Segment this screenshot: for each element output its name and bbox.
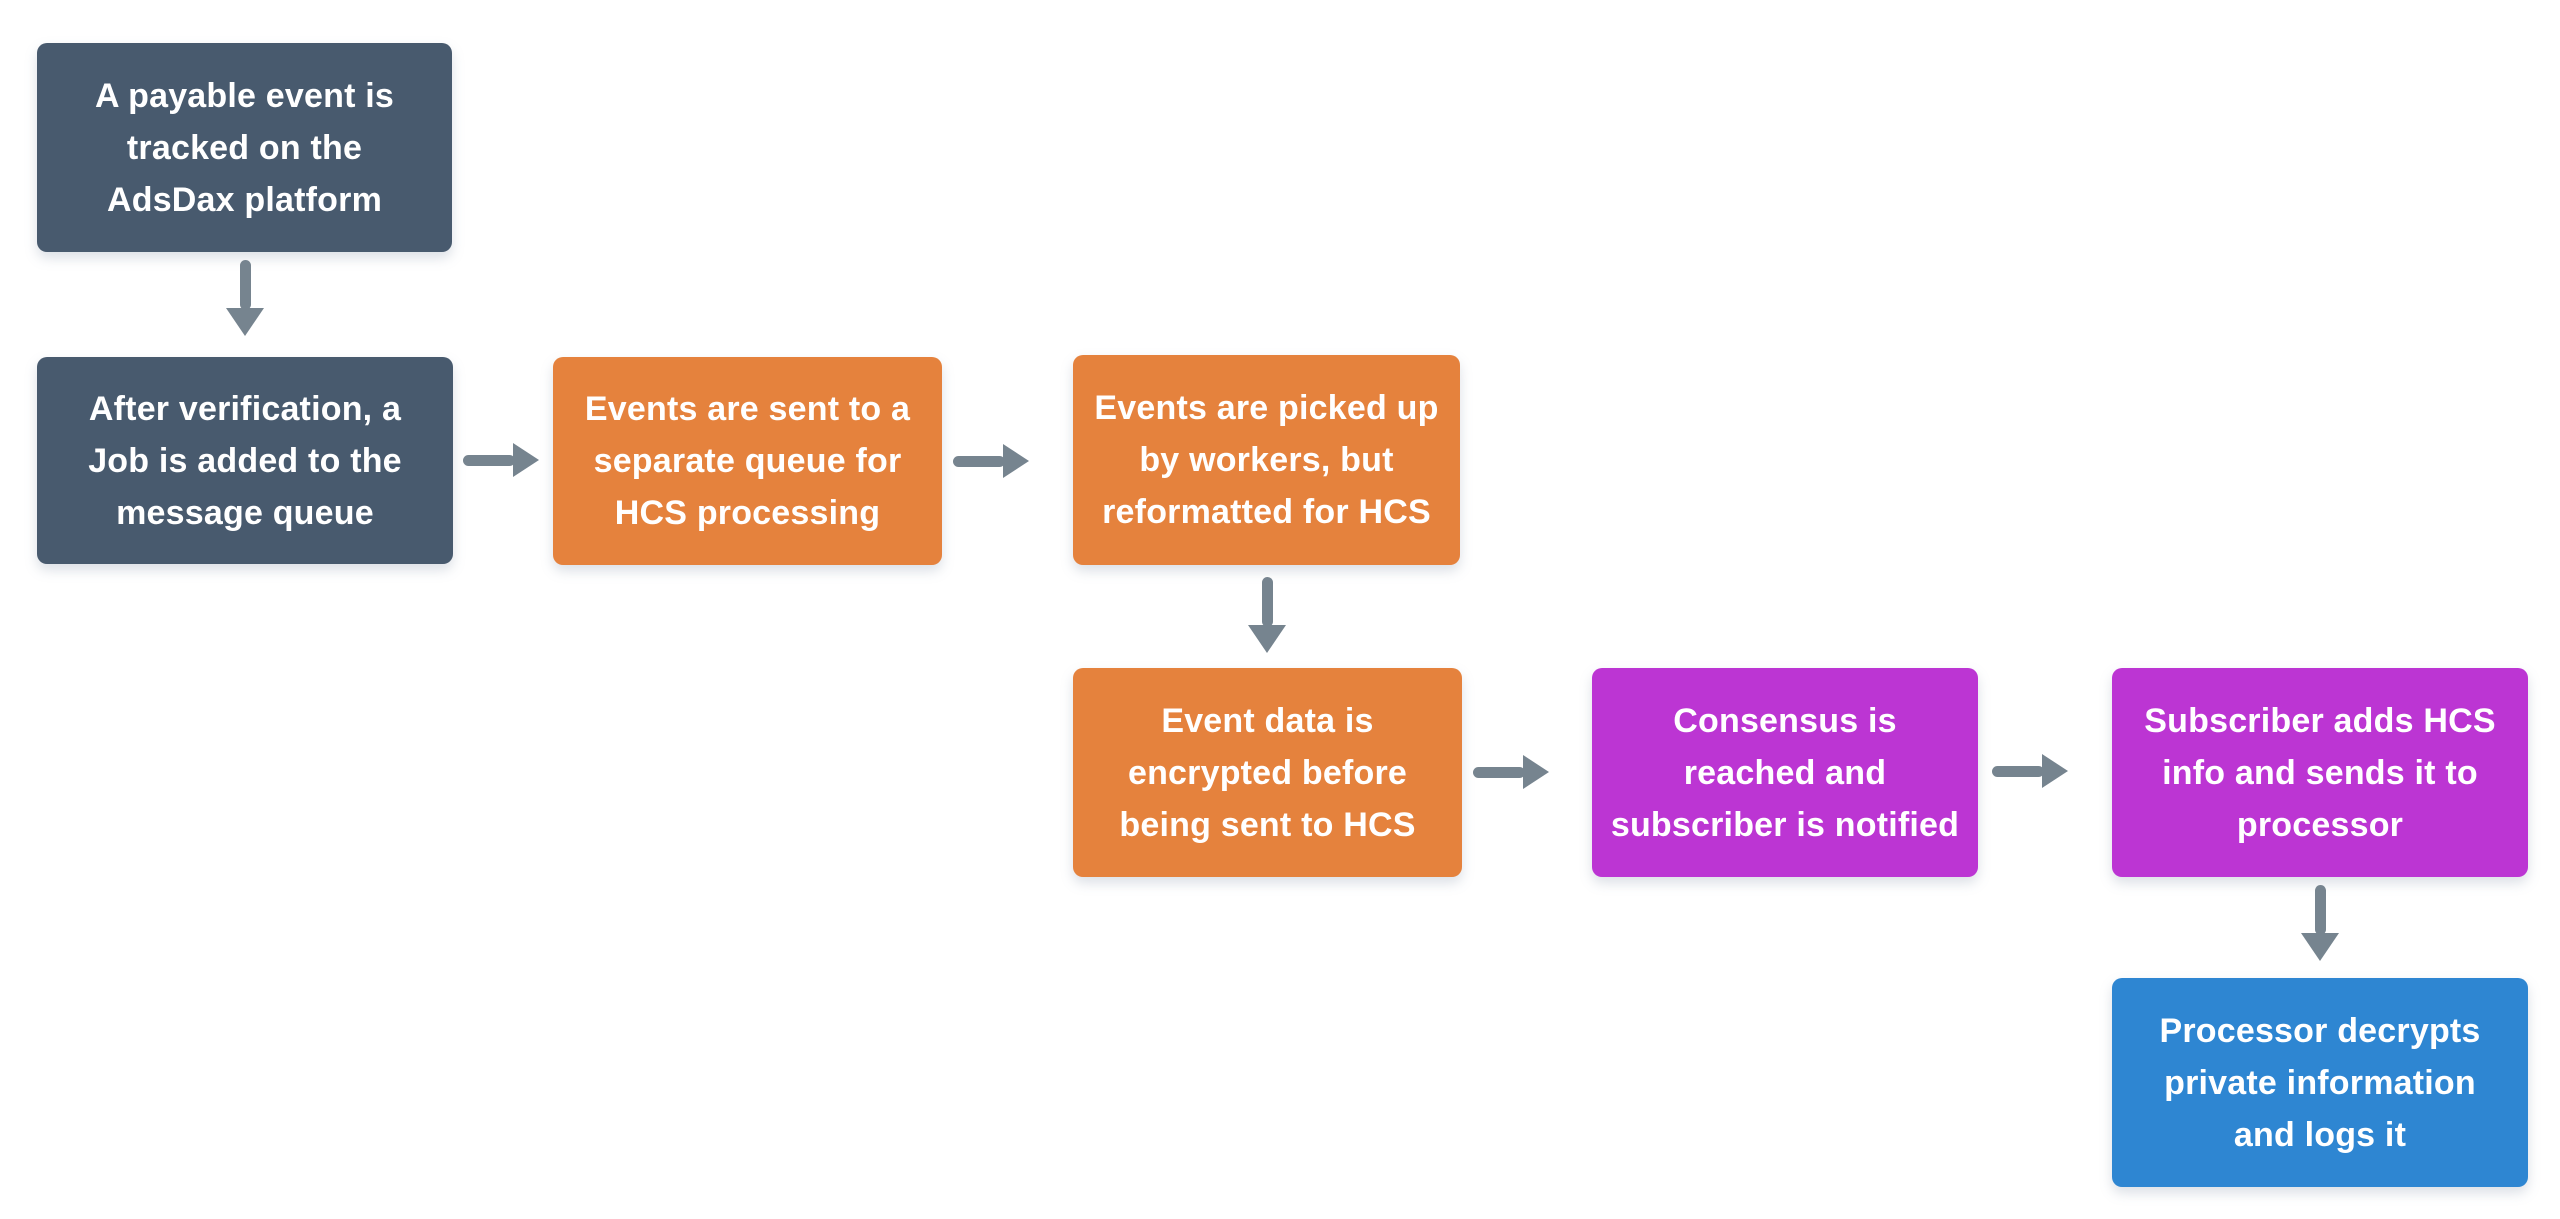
arrow-shaft [1992, 765, 2044, 777]
node-payable-event-tracked: A payable event is tracked on the AdsDax… [37, 43, 452, 252]
arrow-head-icon [226, 308, 264, 336]
node-text: Consensus is reached and subscriber is n… [1610, 701, 1960, 844]
arrow-head-icon [2301, 933, 2339, 961]
arrow-shaft [239, 260, 251, 310]
node-job-added-to-queue: After verification, a Job is added to th… [37, 357, 453, 564]
node-text: After verification, a Job is added to th… [88, 389, 402, 532]
arrow-head-icon [1248, 625, 1286, 653]
node-text: Events are picked up by workers, but ref… [1094, 389, 1439, 531]
flow-arrow-right-2-3 [463, 443, 539, 477]
node-text: Processor decrypts private information a… [2159, 1011, 2481, 1154]
flow-arrow-right-5-6 [1473, 755, 1549, 789]
node-text: A payable event is tracked on the AdsDax… [94, 76, 395, 219]
node-text: Subscriber adds HCS info and sends it to… [2144, 701, 2496, 844]
flow-arrow-right-6-7 [1992, 754, 2068, 788]
arrow-head-icon [1003, 444, 1029, 478]
arrow-head-icon [1523, 755, 1549, 789]
arrow-shaft [953, 455, 1005, 467]
arrow-head-icon [513, 443, 539, 477]
node-text: Event data is encrypted before being sen… [1119, 701, 1416, 844]
arrow-shaft [1473, 766, 1525, 778]
node-consensus-reached: Consensus is reached and subscriber is n… [1592, 668, 1978, 877]
node-events-picked-up-by-workers: Events are picked up by workers, but ref… [1073, 355, 1460, 565]
arrow-head-icon [2042, 754, 2068, 788]
flow-arrow-down-1-2 [226, 260, 264, 336]
arrow-shaft [463, 454, 515, 466]
arrow-shaft [1261, 577, 1273, 627]
node-text: Events are sent to a separate queue for … [584, 390, 911, 532]
node-subscriber-adds-hcs-info: Subscriber adds HCS info and sends it to… [2112, 668, 2528, 877]
flow-arrow-right-3-4 [953, 444, 1029, 478]
node-events-sent-to-queue: Events are sent to a separate queue for … [553, 357, 942, 565]
flow-arrow-down-7-8 [2301, 885, 2339, 961]
arrow-shaft [2314, 885, 2326, 935]
node-event-data-encrypted: Event data is encrypted before being sen… [1073, 668, 1462, 877]
node-processor-decrypts-logs: Processor decrypts private information a… [2112, 978, 2528, 1187]
flow-arrow-down-4-5 [1248, 577, 1286, 653]
